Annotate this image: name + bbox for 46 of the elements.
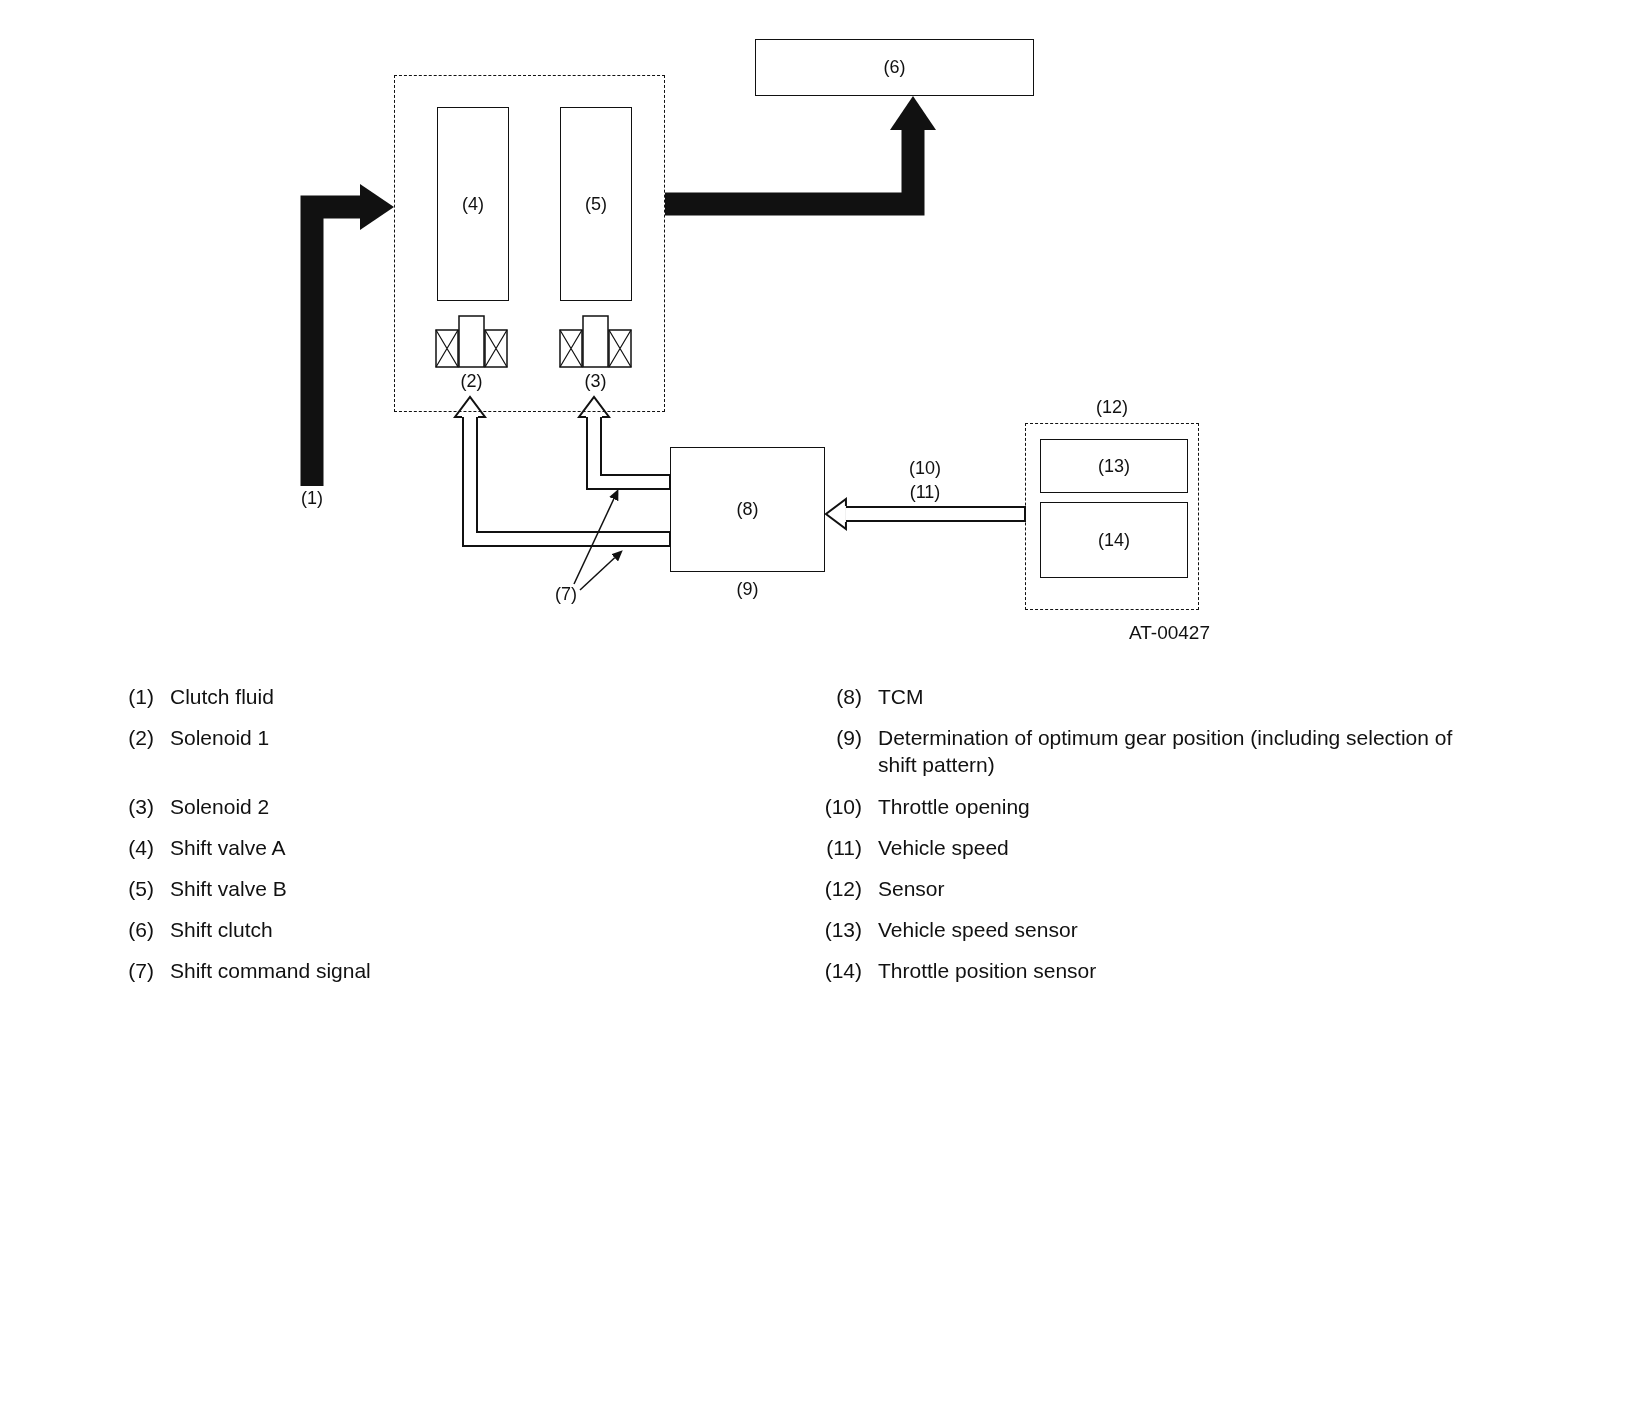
callout-number: (9): [836, 725, 862, 751]
legend-text: Shift clutch: [170, 917, 274, 943]
callout-number: (7): [555, 582, 577, 606]
callout-number: (13): [824, 917, 862, 943]
thick-arrow: [300, 184, 394, 486]
dashed-group-box: [394, 75, 665, 412]
callout-number: (12): [824, 876, 862, 902]
callout-number: (8): [836, 684, 862, 710]
component-box: (4): [437, 107, 509, 301]
callout-number: (6): [128, 917, 154, 943]
callout-number: (2): [460, 370, 483, 393]
thick-arrow: [665, 96, 936, 216]
component-box: (6): [755, 39, 1034, 96]
legend-text: Throttle position sensor: [878, 958, 1098, 984]
legend-text: Shift valve B: [170, 876, 288, 902]
callout-number: (3): [128, 794, 154, 820]
callout-number: (9): [736, 578, 759, 601]
figure-code: AT-00427: [1129, 622, 1210, 643]
leader-line: [579, 550, 623, 591]
legend-text: Sensor: [878, 876, 946, 902]
legend-text: Determination of optimum gear position (including selection of shift pattern): [878, 725, 1454, 778]
leader-line: [573, 489, 619, 585]
callout-number: (12): [1096, 396, 1128, 419]
legend-text: Throttle opening: [878, 794, 1031, 820]
component-box: (8): [670, 447, 825, 572]
callout-number: (3): [584, 370, 607, 393]
callout-number: (4): [128, 835, 154, 861]
component-box: (5): [560, 107, 632, 301]
legend-text: Vehicle speed sensor: [878, 917, 1079, 943]
callout-number: (11): [826, 835, 862, 861]
callout-number: (10): [824, 794, 862, 820]
legend-text: Clutch fluid: [170, 684, 275, 710]
callout-number: (1): [128, 684, 154, 710]
legend-text: Solenoid 1: [170, 725, 271, 751]
callout-number: (2): [128, 725, 154, 751]
legend-text: TCM: [878, 684, 925, 710]
legend-text: Shift valve A: [170, 835, 287, 861]
component-box: (14): [1040, 502, 1188, 578]
legend-text: Solenoid 2: [170, 794, 271, 820]
component-box: (13): [1040, 439, 1188, 493]
callout-number: (14): [824, 958, 862, 984]
callout-number: (7): [128, 958, 154, 984]
legend-text: Vehicle speed: [878, 835, 1010, 861]
legend-text: Shift command signal: [170, 958, 372, 984]
callout-number: (5): [128, 876, 154, 902]
callout-number: (1): [301, 486, 323, 510]
